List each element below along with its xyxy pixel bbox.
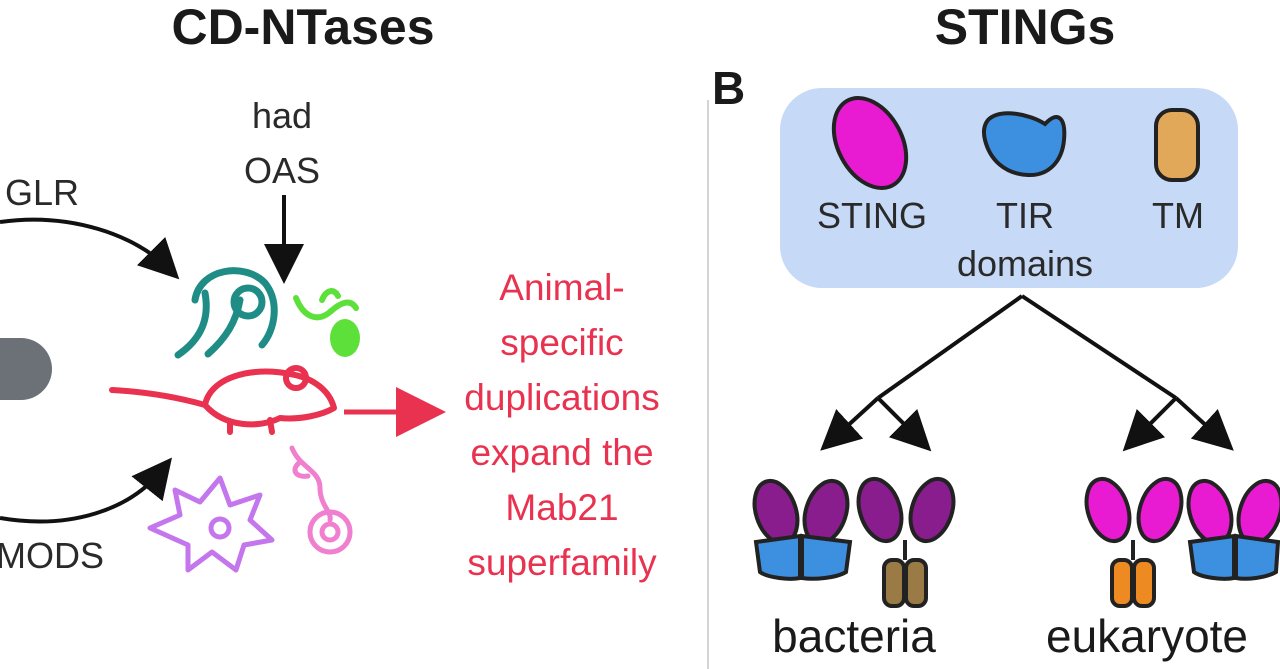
right-panel: STINGs B STING TIR TM domains: [712, 0, 1280, 662]
glr-arrow: [0, 217, 180, 280]
had-label: had: [252, 95, 312, 136]
pink-organism-icon: [289, 445, 353, 555]
green-protist-icon: [293, 288, 360, 357]
bacterial-sting-tm-protein: [856, 476, 956, 608]
neuron-cell-icon: [147, 475, 275, 573]
caption-line-6: superfamily: [467, 542, 657, 583]
legend-sting-label: STING: [817, 195, 927, 236]
legend-tm-label: TM: [1152, 195, 1204, 236]
caption-line-5: Mab21: [505, 487, 618, 528]
sea-anemone-icon: [174, 267, 278, 359]
right-panel-title: STINGs: [935, 0, 1116, 55]
oas-label: OAS: [244, 150, 320, 191]
duplication-caption: Animal- specific duplications expand the…: [464, 267, 659, 583]
left-panel: CD-NTases GLR had OAS MODS: [0, 0, 660, 583]
eukaryotic-sting-tm-protein: [1084, 476, 1184, 608]
caption-line-3: duplications: [464, 377, 659, 418]
phylogeny-tree: [820, 294, 1234, 452]
caption-line-1: Animal-: [499, 267, 624, 308]
tm-domain-icon: [1154, 108, 1200, 182]
eukaryotic-sting-tir-protein: [1186, 478, 1280, 581]
mods-arrow: [0, 457, 173, 524]
legend-tir-label: TIR: [996, 195, 1054, 236]
bacterium-icon: [0, 338, 52, 400]
mouse-icon: [109, 365, 337, 435]
bacteria-label: bacteria: [772, 610, 936, 662]
legend-caption: domains: [957, 243, 1093, 284]
panel-letter-b: B: [712, 62, 745, 114]
sting-domain-icon: [831, 96, 909, 190]
eukaryotes-label: eukaryote: [1046, 610, 1248, 662]
tir-domain-icon: [982, 111, 1067, 178]
bacterial-sting-tir-protein: [752, 478, 853, 581]
mods-label: MODS: [0, 535, 104, 576]
caption-line-4: expand the: [470, 432, 653, 473]
caption-line-2: specific: [500, 322, 623, 363]
left-panel-title: CD-NTases: [171, 0, 434, 55]
glr-label: GLR: [5, 172, 79, 213]
